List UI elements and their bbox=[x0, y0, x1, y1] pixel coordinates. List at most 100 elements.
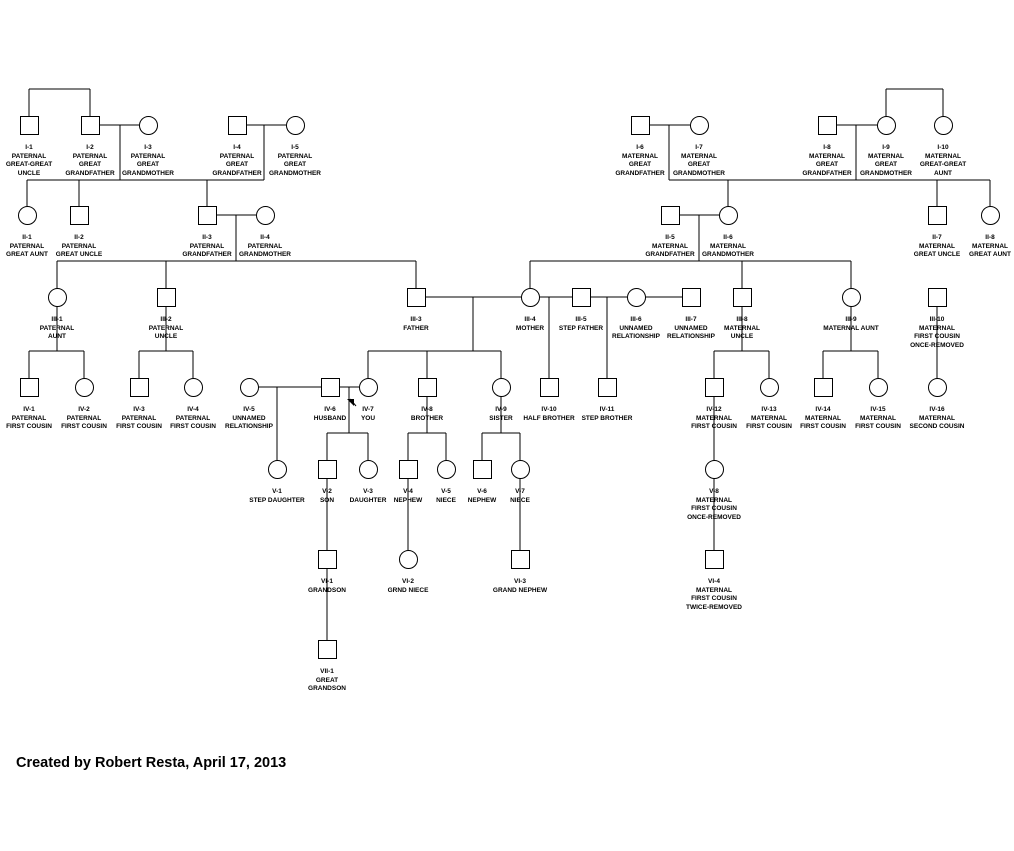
relationship-text: PATERNAL bbox=[189, 242, 225, 250]
individual-id: II-7 bbox=[932, 234, 942, 241]
relationship-text: GREAT bbox=[283, 161, 307, 169]
individual-id: I-2 bbox=[86, 144, 94, 151]
relationship-text: PATERNAL bbox=[247, 242, 283, 250]
male-square-iii-3 bbox=[406, 287, 426, 307]
individual-id: III-8 bbox=[736, 316, 748, 323]
relationship-text: GRAND NEPHEW bbox=[492, 586, 548, 594]
male-square-ii-3 bbox=[197, 205, 217, 225]
female-circle-v-7 bbox=[510, 459, 530, 479]
male-square-iv-11 bbox=[597, 377, 617, 397]
relationship-text: STEP FATHER bbox=[558, 324, 604, 332]
relationship-text: GREAT bbox=[136, 161, 160, 169]
individual-id: III-3 bbox=[410, 316, 422, 323]
individual-id: I-6 bbox=[636, 144, 644, 151]
relationship-text: FIRST COUSIN bbox=[914, 333, 960, 341]
relationship-text: UNCLE bbox=[730, 333, 754, 341]
individual-id: V-6 bbox=[477, 488, 487, 495]
female-circle-iv-13 bbox=[759, 377, 779, 397]
individual-id: V-1 bbox=[272, 488, 282, 495]
individual-id: IV-6 bbox=[324, 406, 336, 413]
relationship-text: PATERNAL bbox=[39, 324, 75, 332]
relationship-text: UNNAMED bbox=[674, 324, 708, 332]
relationship-text: MATERNAL bbox=[919, 414, 955, 422]
proband-arrow-line bbox=[349, 398, 357, 407]
relationship-text: PATERNAL bbox=[66, 414, 102, 422]
relationship-text: GREAT bbox=[78, 161, 102, 169]
female-circle-iv-2 bbox=[74, 377, 94, 397]
female-circle-i-9 bbox=[876, 115, 896, 135]
female-circle-ii-4 bbox=[255, 205, 275, 225]
relationship-text: ONCE-REMOVED bbox=[910, 341, 964, 349]
relationship-text: UNNAMED bbox=[232, 414, 266, 422]
credit-caption: Created by Robert Resta, April 17, 2013 bbox=[16, 755, 287, 771]
relationship-text: MATERNAL bbox=[696, 414, 732, 422]
individual-id: IV-2 bbox=[78, 406, 90, 413]
individual-id: III-6 bbox=[630, 316, 642, 323]
relationship-text: MATERNAL bbox=[622, 152, 658, 160]
individual-id: V-4 bbox=[403, 488, 413, 495]
relationship-text: PATERNAL bbox=[175, 414, 211, 422]
female-circle-v-5 bbox=[436, 459, 456, 479]
male-square-iv-12 bbox=[704, 377, 724, 397]
relationship-text: PATERNAL bbox=[277, 152, 313, 160]
relationship-text: UNCLE bbox=[17, 169, 41, 177]
individual-id: IV-12 bbox=[706, 406, 722, 413]
female-circle-ii-8 bbox=[980, 205, 1000, 225]
relationship-text: NIECE bbox=[436, 496, 456, 504]
relationship-text: YOU bbox=[360, 414, 376, 422]
relationship-text: FIRST COUSIN bbox=[116, 423, 162, 431]
relationship-text: STEP BROTHER bbox=[581, 414, 633, 422]
male-square-ii-7 bbox=[927, 205, 947, 225]
relationship-text: GRANDMOTHER bbox=[673, 169, 725, 177]
individual-id: I-1 bbox=[25, 144, 33, 151]
relationship-text: SECOND COUSIN bbox=[909, 423, 965, 431]
relationship-text: MATERNAL bbox=[919, 242, 955, 250]
relationship-text: MOTHER bbox=[515, 324, 545, 332]
female-circle-iii-9 bbox=[841, 287, 861, 307]
relationship-text: DAUGHTER bbox=[349, 496, 387, 504]
relationship-text: GRANDSON bbox=[308, 586, 346, 594]
individual-id: VI-2 bbox=[402, 578, 414, 585]
female-circle-iii-1 bbox=[47, 287, 67, 307]
relationship-text: GRANDMOTHER bbox=[702, 251, 754, 259]
relationship-text: HUSBAND bbox=[313, 414, 347, 422]
relationship-text: GREAT AUNT bbox=[969, 251, 1011, 259]
relationship-text: UNNAMED bbox=[619, 324, 653, 332]
relationship-text: FIRST COUSIN bbox=[691, 595, 737, 603]
relationship-text: TWICE-REMOVED bbox=[686, 603, 742, 611]
relationship-text: MATERNAL bbox=[696, 586, 732, 594]
male-square-i-2 bbox=[80, 115, 100, 135]
relationship-text: MATERNAL bbox=[972, 242, 1008, 250]
individual-id: IV-7 bbox=[362, 406, 374, 413]
individual-id: III-2 bbox=[160, 316, 172, 323]
individual-id: VI-4 bbox=[708, 578, 720, 585]
relationship-text: FIRST COUSIN bbox=[746, 423, 792, 431]
male-square-vi-1 bbox=[317, 549, 337, 569]
relationship-text: FIRST COUSIN bbox=[691, 505, 737, 513]
female-circle-vi-2 bbox=[398, 549, 418, 569]
relationship-text: GRND NIECE bbox=[387, 586, 429, 594]
relationship-text: GRANDMOTHER bbox=[239, 251, 291, 259]
male-square-iii-10 bbox=[927, 287, 947, 307]
individual-id: I-8 bbox=[823, 144, 831, 151]
relationship-text: GRANDFATHER bbox=[615, 169, 665, 177]
